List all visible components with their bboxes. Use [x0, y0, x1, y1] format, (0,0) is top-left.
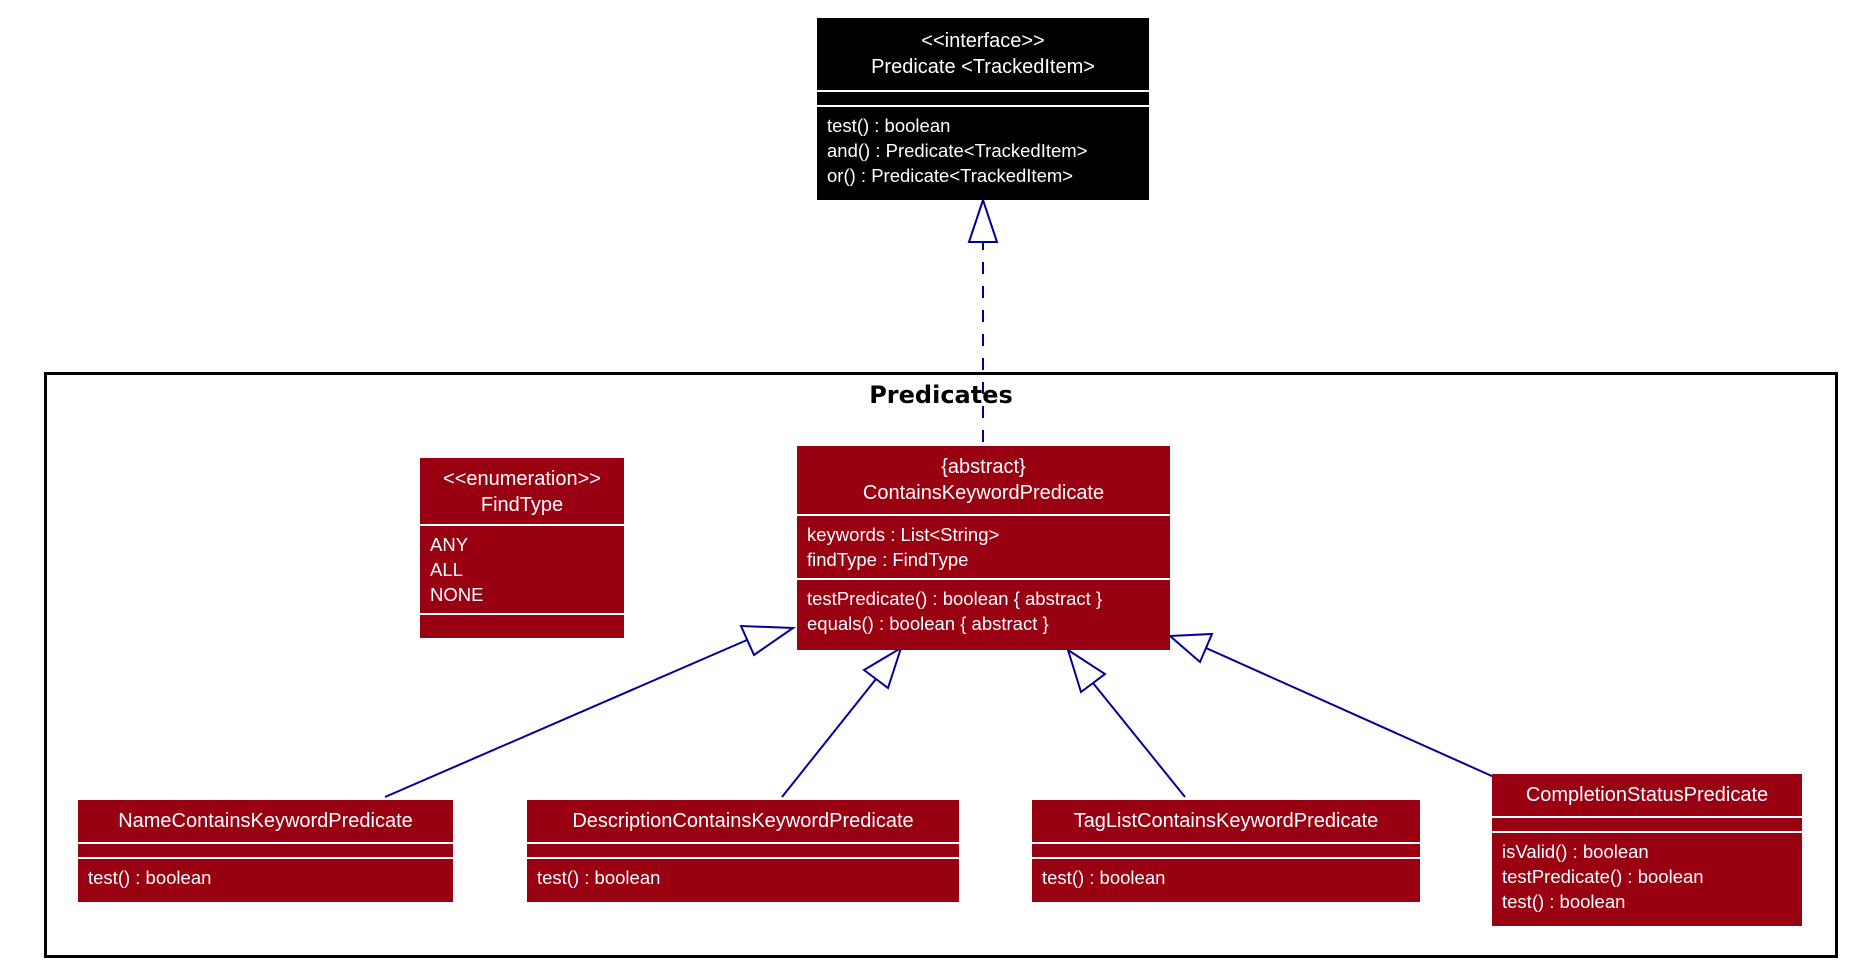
- contains-keyword-predicate-box: {abstract} ContainsKeywordPredicate keyw…: [797, 446, 1170, 650]
- status-predicate-name: CompletionStatusPredicate: [1525, 784, 1769, 806]
- completion-status-predicate-box: CompletionStatusPredicate isValid() : bo…: [1492, 774, 1802, 926]
- findtype-value: ANY: [430, 534, 469, 555]
- findtype-name: FindType: [480, 494, 564, 516]
- realization-arrowhead: [967, 196, 999, 243]
- contains-method: equals() : boolean { abstract }: [807, 613, 1049, 634]
- contains-field: keywords : List<String>: [807, 524, 1000, 545]
- generalization-arrowhead-status: [1167, 632, 1214, 664]
- predicate-interface-box: <<interface>> Predicate <TrackedItem> te…: [817, 18, 1149, 200]
- predicate-method: test() : boolean: [827, 115, 951, 136]
- findtype-value: ALL: [430, 559, 463, 580]
- predicates-package: Predicates: [44, 372, 1838, 958]
- generalization-edge-tag: [1092, 682, 1186, 798]
- tag-predicate-name: TagListContainsKeywordPredicate: [1073, 810, 1379, 832]
- description-predicate-name: DescriptionContainsKeywordPredicate: [572, 810, 914, 832]
- name-predicate-box: NameContainsKeywordPredicate test() : bo…: [78, 800, 453, 902]
- findtype-value: NONE: [430, 584, 484, 605]
- tag-predicate-method: test() : boolean: [1042, 867, 1166, 888]
- status-predicate-method: testPredicate() : boolean: [1502, 866, 1704, 887]
- status-predicate-method: isValid() : boolean: [1502, 841, 1649, 862]
- predicate-method: and() : Predicate<TrackedItem>: [827, 140, 1088, 161]
- status-predicate-method: test() : boolean: [1502, 891, 1626, 912]
- findtype-enum-box: <<enumeration>> FindType ANY ALL NONE: [420, 458, 624, 638]
- tag-predicate-box: TagListContainsKeywordPredicate test() :…: [1032, 800, 1420, 902]
- generalization-arrowhead-description: [862, 645, 903, 690]
- contains-method: testPredicate() : boolean { abstract }: [807, 588, 1103, 609]
- description-predicate-box: DescriptionContainsKeywordPredicate test…: [527, 800, 959, 902]
- predicate-stereotype: <<interface>>: [921, 30, 1045, 52]
- contains-stereotype: {abstract}: [941, 456, 1026, 478]
- description-predicate-method: test() : boolean: [537, 867, 661, 888]
- package-title: Predicates: [869, 381, 1013, 409]
- name-predicate-method: test() : boolean: [88, 867, 212, 888]
- generalization-arrowhead-tag: [1066, 647, 1107, 694]
- predicate-name: Predicate <TrackedItem>: [871, 56, 1095, 78]
- generalization-edge-status: [1205, 647, 1495, 778]
- predicate-method: or() : Predicate<TrackedItem>: [827, 165, 1074, 186]
- generalization-edge-name: [384, 639, 748, 798]
- findtype-stereotype: <<enumeration>>: [443, 468, 601, 490]
- name-predicate-name: NameContainsKeywordPredicate: [118, 810, 413, 832]
- contains-field: findType : FindType: [807, 549, 969, 570]
- contains-name: ContainsKeywordPredicate: [862, 482, 1105, 504]
- generalization-edge-description: [781, 678, 877, 798]
- generalization-arrowhead-name: [739, 624, 797, 657]
